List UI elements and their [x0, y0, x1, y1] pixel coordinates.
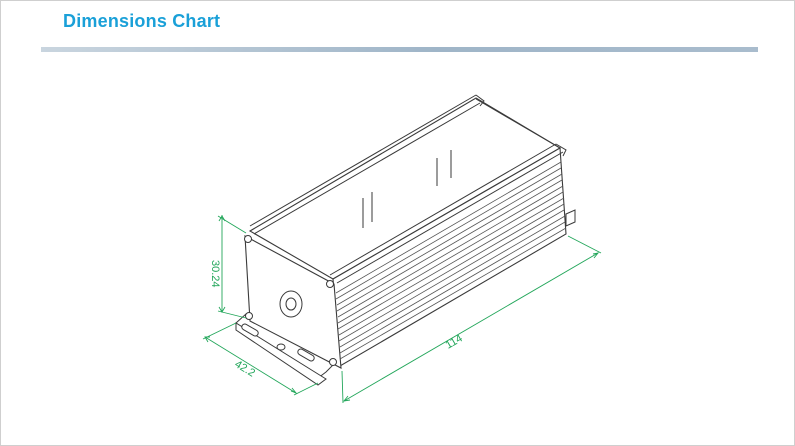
height-dimension-label: 30.24	[209, 260, 221, 288]
top-face-reflections	[362, 150, 452, 228]
corner-screw-icon	[245, 312, 253, 320]
cable-gland-inner	[285, 297, 297, 311]
corner-screw-icon	[244, 235, 252, 243]
height-dimension	[217, 215, 247, 319]
side-fins	[335, 161, 567, 360]
title-underline	[41, 47, 758, 52]
page-title: Dimensions Chart	[63, 11, 221, 31]
corner-screw-icon	[326, 280, 334, 288]
mounting-bracket	[235, 209, 576, 386]
length-dimension	[341, 235, 602, 404]
width-dimension-label: 42.2	[232, 358, 257, 379]
end-face-details	[244, 235, 337, 366]
corner-screw-icon	[329, 358, 337, 366]
length-dimension-label: 114	[444, 332, 465, 351]
top-edge-rails	[249, 94, 567, 284]
housing-body	[244, 97, 567, 369]
width-dimension	[202, 322, 319, 396]
